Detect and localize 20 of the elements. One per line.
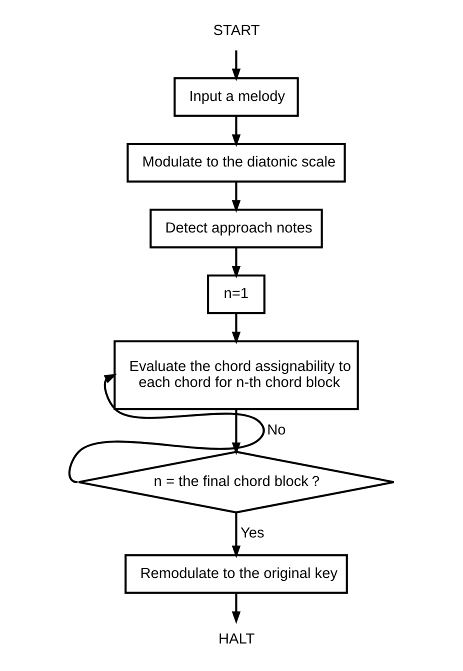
arrow <box>232 313 241 344</box>
arrow <box>232 409 241 456</box>
arrow <box>232 50 241 82</box>
arrow <box>232 593 241 624</box>
arrow <box>232 248 241 278</box>
node-text: HALT <box>218 632 255 648</box>
node-box: Evaluate the chord assignability to each chord for n-th chord block <box>114 340 359 410</box>
node-box: Modulate to the diatonic scale <box>126 142 346 183</box>
node-box: Remodulate to the original key <box>124 554 348 594</box>
arrow <box>232 512 241 558</box>
node-text: START <box>213 23 260 40</box>
edge-label: No <box>267 422 286 438</box>
arrow <box>68 374 265 484</box>
node-diamond: n = the final chord block？ <box>78 450 395 514</box>
arrow <box>232 182 241 213</box>
node-box: Input a melody <box>174 77 299 117</box>
node-box: Detect approach notes <box>150 208 323 248</box>
edge-label: Yes <box>240 526 264 542</box>
node-box: n=1 <box>207 274 266 314</box>
arrow <box>232 116 241 147</box>
